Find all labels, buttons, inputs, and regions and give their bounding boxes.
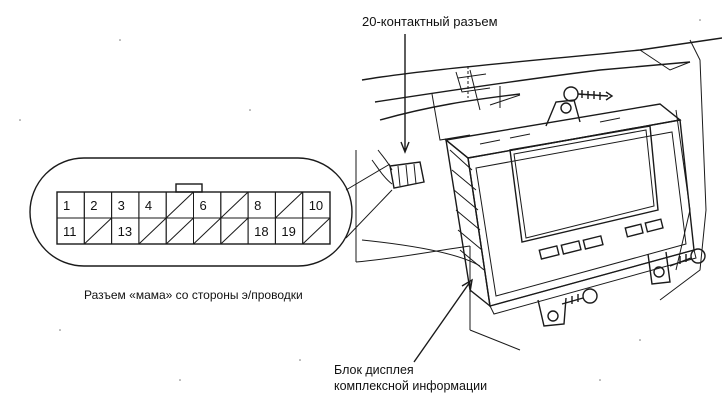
harness-connector (371, 149, 425, 189)
pin-number: 1 (63, 198, 70, 213)
leader-top-connector (400, 34, 410, 154)
connector-top-label: 20-контактный разъем (362, 14, 498, 29)
scan-speckles (19, 19, 701, 381)
pin-number: 6 (200, 198, 207, 213)
screw-icon (563, 86, 579, 102)
unused-pin-mark (275, 191, 304, 219)
connector-outline (29, 157, 353, 267)
pin-number: 13 (118, 224, 132, 239)
unused-pin-mark (165, 217, 194, 245)
display-unit (444, 103, 697, 315)
display-button (582, 235, 604, 250)
connector-pin-cell (111, 191, 140, 219)
callout-line-lower (345, 189, 393, 239)
display-button (560, 240, 582, 255)
unused-pin-mark (220, 191, 249, 219)
unused-pin-mark (165, 191, 194, 219)
pin-number: 4 (145, 198, 152, 213)
leader-display-unit (413, 278, 473, 363)
pin-number: 18 (254, 224, 268, 239)
pin-grid-frame (56, 191, 331, 245)
display-button (538, 245, 560, 260)
connector-pin-cell (83, 191, 113, 219)
pin-grid: 1 2 3 4 6 8 10 11 13 18 19 (56, 191, 331, 245)
pin-number: 10 (309, 198, 323, 213)
display-unit-label-line1: Блок дисплея (334, 363, 414, 377)
connector-pin-cell (138, 191, 167, 219)
connector-pin-cell (247, 191, 276, 219)
pin-number: 11 (63, 224, 77, 239)
unused-pin-mark (193, 217, 222, 245)
display-button (644, 218, 664, 233)
connector-latch (175, 183, 203, 193)
unused-pin-mark (138, 217, 167, 245)
pin-number: 8 (254, 198, 261, 213)
display-unit-label-line2: комплексной информации (334, 379, 487, 393)
screw-icon (690, 248, 706, 264)
unused-pin-mark (83, 217, 112, 245)
screw-icon (582, 288, 598, 304)
connector-pin-cell (193, 191, 222, 219)
unused-pin-mark (220, 217, 249, 245)
display-button (624, 223, 644, 238)
connector-caption: Разъем «мама» со стороны э/проводки (84, 288, 303, 302)
connector-pin-cell (56, 191, 85, 219)
unused-pin-mark (302, 217, 331, 245)
connector-face: 1 2 3 4 6 8 10 11 13 18 19 (29, 157, 353, 267)
pin-number: 3 (118, 198, 125, 213)
display-screen (509, 125, 659, 243)
dashboard-panel (355, 37, 722, 351)
pin-number: 19 (281, 224, 295, 239)
pin-number: 2 (90, 198, 97, 213)
mounting-hardware (537, 86, 706, 327)
callout-line-upper (345, 163, 391, 191)
